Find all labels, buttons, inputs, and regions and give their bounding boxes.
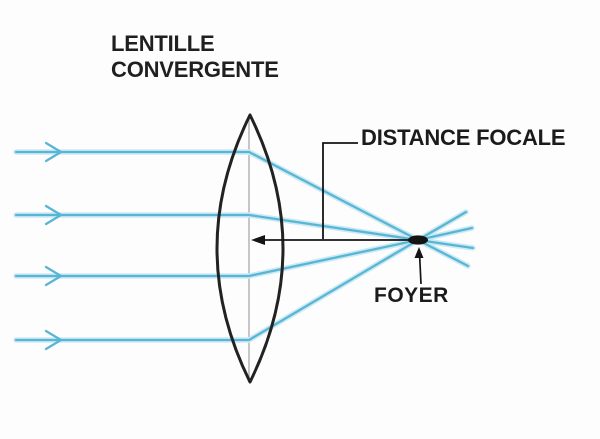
light-ray bbox=[14, 210, 468, 342]
focus-label: FOYER bbox=[374, 284, 449, 307]
focal-point-marker bbox=[408, 235, 428, 245]
ray-direction-chevron bbox=[44, 329, 63, 351]
focal-distance-arrowhead bbox=[251, 235, 265, 245]
ray-direction-chevron bbox=[44, 141, 63, 163]
light-ray bbox=[14, 150, 470, 268]
diagram-title-line2: CONVERGENTE bbox=[111, 57, 279, 82]
diagram-title-line1: LENTILLE bbox=[111, 31, 215, 56]
ray-direction-chevron bbox=[44, 204, 63, 226]
focal-distance-label: DISTANCE FOCALE bbox=[361, 125, 566, 150]
foyer-pointer-arrowhead bbox=[414, 247, 424, 258]
light-ray bbox=[14, 226, 474, 278]
light-ray bbox=[14, 213, 475, 250]
foyer-pointer-line bbox=[418, 252, 422, 285]
ray-direction-chevron bbox=[44, 265, 63, 287]
lens-outline bbox=[215, 113, 285, 384]
focal-distance-connector bbox=[322, 142, 358, 239]
